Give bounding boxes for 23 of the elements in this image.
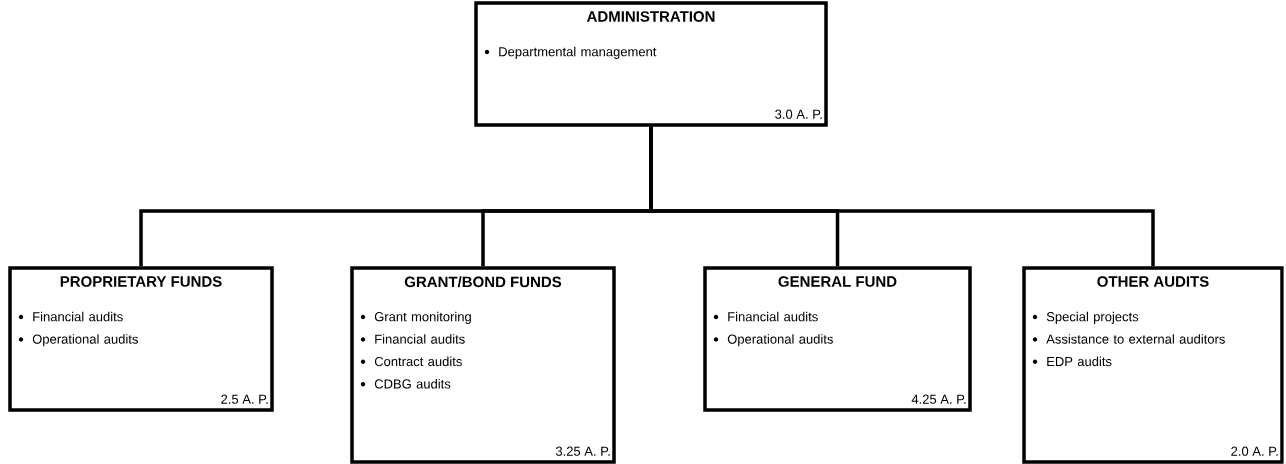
bullet-item: Assistance to external auditors: [1032, 334, 1225, 344]
bullet-item: Departmental management: [484, 46, 657, 59]
bullet-item: Special projects: [1032, 311, 1139, 324]
connector-line: [649, 126, 1155, 267]
staff-count: 2.5 A. P.: [221, 394, 268, 404]
box-heading: ADMINISTRATION: [586, 11, 715, 22]
staff-count: 4.25 A. P.: [911, 394, 966, 404]
bullet-item: Contract audits: [360, 356, 462, 367]
bullet-item: Operational audits: [18, 334, 138, 347]
bullet-item: EDP audits: [1032, 356, 1112, 367]
staff-count: 2.0 A. P.: [1231, 446, 1278, 456]
box-heading: GRANT/BOND FUNDS: [404, 276, 562, 288]
box-heading: PROPRIETARY FUNDS: [60, 276, 222, 287]
staff-count: 3.0 A. P.: [775, 109, 822, 119]
bullet-item: Grant monitoring: [360, 311, 471, 324]
bullet-item: Financial audits: [713, 311, 818, 322]
box-heading: OTHER AUDITS: [1097, 276, 1209, 287]
bullet-item: Financial audits: [18, 311, 123, 322]
bullet-item: CDBG audits: [360, 379, 451, 389]
bullet-item: Financial audits: [360, 334, 465, 344]
box-heading: GENERAL FUND: [778, 276, 897, 287]
bullet-item: Operational audits: [713, 334, 833, 347]
staff-count: 3.25 A. P.: [555, 446, 610, 456]
